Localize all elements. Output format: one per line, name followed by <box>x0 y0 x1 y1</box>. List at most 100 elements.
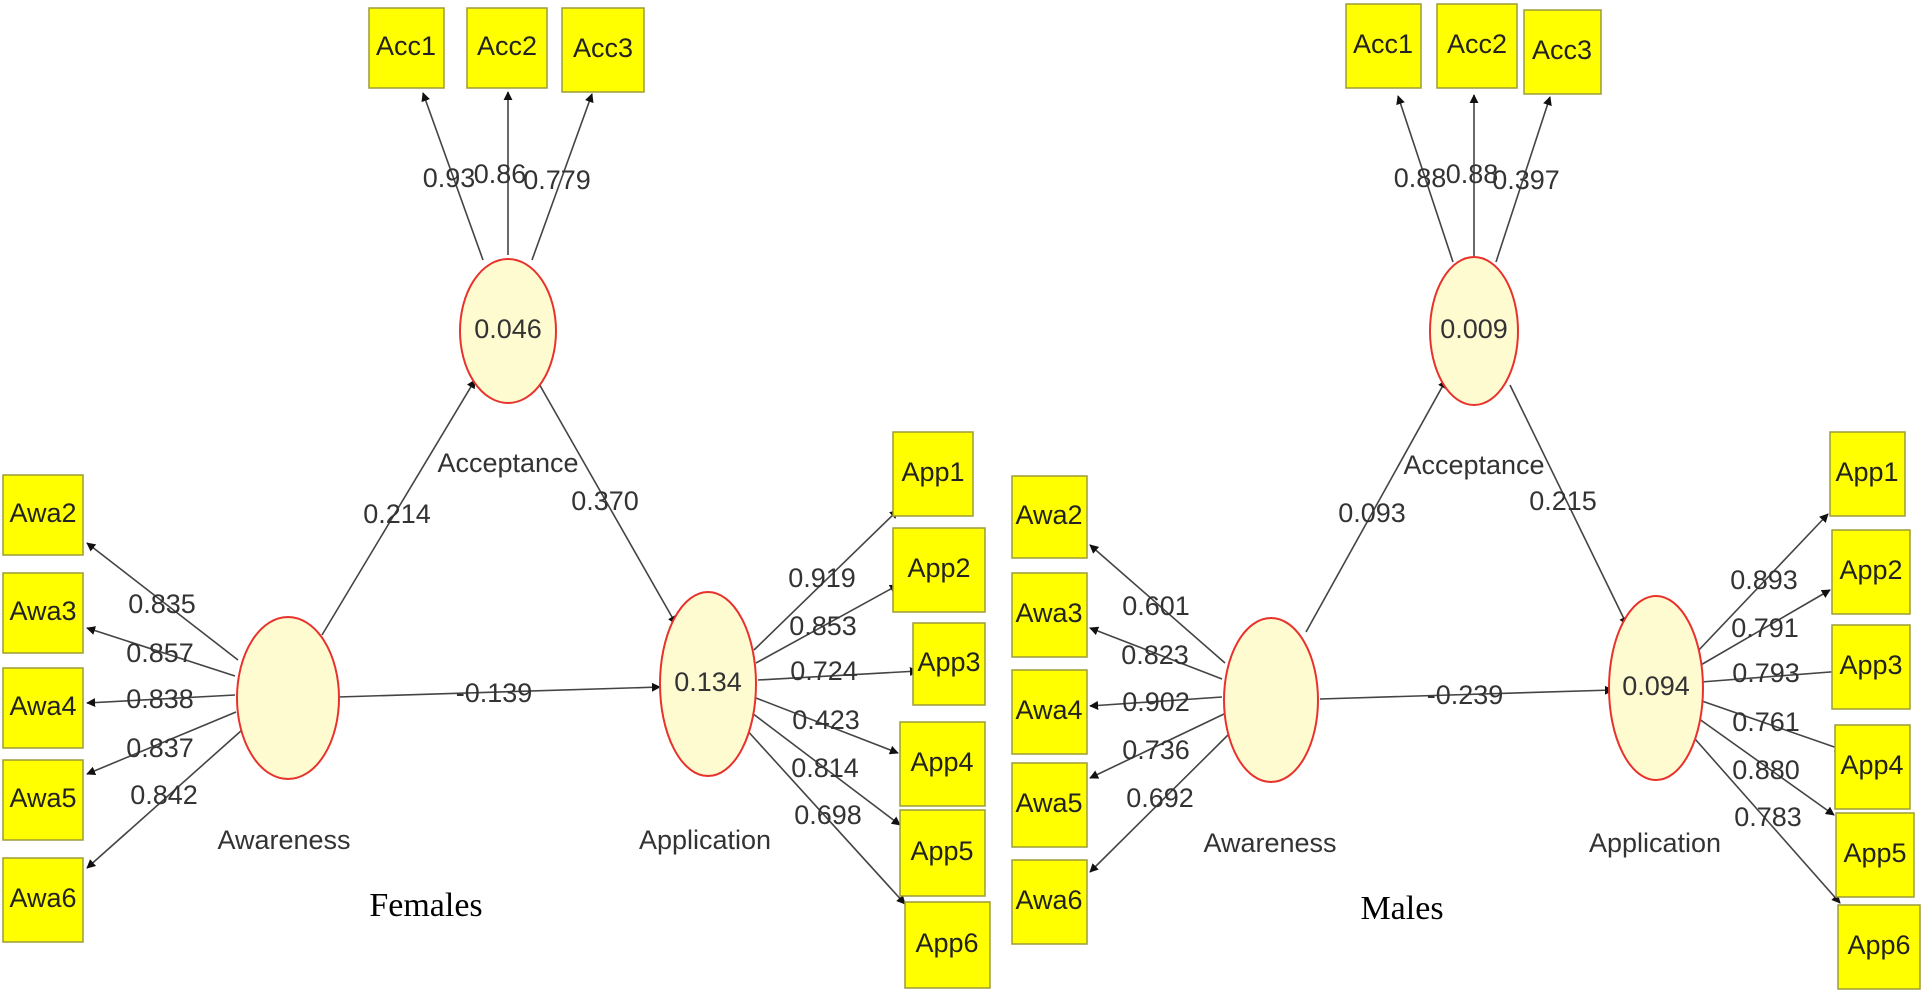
indicator-awa4: Awa4 <box>1011 669 1088 755</box>
indicator-acc1: Acc1 <box>1345 3 1422 89</box>
indicator-acc2: Acc2 <box>1436 3 1518 89</box>
indicator-awa4: Awa4 <box>2 667 84 749</box>
edge-awareness-acceptance <box>321 379 476 636</box>
loading-app5: 0.880 <box>1732 755 1800 785</box>
loading-app5: 0.814 <box>791 753 859 783</box>
loading-awa5: 0.837 <box>126 733 194 763</box>
indicator-awa5: Awa5 <box>2 759 84 841</box>
indicator-awa2: Awa2 <box>2 474 84 556</box>
edge-application-app1 <box>1696 513 1829 653</box>
indicator-acc2: Acc2 <box>466 7 548 89</box>
loading-awa2: 0.835 <box>128 589 196 619</box>
latent-name-awareness: Awareness <box>1203 828 1336 858</box>
loading-acc3: 0.779 <box>523 165 591 195</box>
loading-app4: 0.423 <box>792 705 860 735</box>
indicator-label: Acc2 <box>1447 29 1507 59</box>
r-squared-value: 0.046 <box>474 314 542 344</box>
edge-acceptance-acc1 <box>1396 95 1454 263</box>
indicator-app3: App3 <box>912 622 986 706</box>
edge-awareness-awa6 <box>1089 732 1231 873</box>
indicator-label: App1 <box>1835 457 1898 487</box>
loading-acc1: 0.88 <box>1394 163 1447 193</box>
indicator-label: App5 <box>910 836 973 866</box>
indicator-label: Acc3 <box>1532 35 1592 65</box>
edge-awareness-awa6 <box>86 729 243 869</box>
path-coef-acceptance-application: 0.215 <box>1529 486 1597 516</box>
loading-acc2: 0.86 <box>474 159 527 189</box>
indicator-label: Acc1 <box>1353 29 1413 59</box>
indicator-label: App3 <box>917 647 980 677</box>
indicator-label: Awa5 <box>9 783 76 813</box>
edge-acceptance-application <box>1509 384 1628 626</box>
latent-name-acceptance: Acceptance <box>437 448 578 478</box>
loading-awa6: 0.842 <box>130 780 198 810</box>
latent-awareness <box>1223 617 1319 783</box>
edge-awareness-awa2 <box>1089 544 1226 664</box>
latent-acceptance: 0.046 <box>459 258 557 404</box>
edge-application-app6 <box>744 727 906 905</box>
edge-application-app2 <box>1698 589 1831 667</box>
indicator-app5: App5 <box>899 809 986 897</box>
females-model: Acc1 Acc2 Acc3 Awa2 Awa3 Awa4 Awa5 <box>2 7 991 989</box>
edge-awareness-awa3 <box>86 626 236 677</box>
edge-acceptance-acc3 <box>1495 96 1552 263</box>
path-coef-awareness-application: -0.139 <box>456 678 533 708</box>
indicator-acc3: Acc3 <box>1523 9 1602 95</box>
edge-application-app3 <box>757 666 919 681</box>
loading-acc3: 0.397 <box>1492 165 1560 195</box>
latent-name-application: Application <box>639 825 771 855</box>
loading-awa3: 0.857 <box>126 638 194 668</box>
loading-app1: 0.919 <box>788 563 856 593</box>
path-coef-awareness-application: -0.239 <box>1427 680 1504 710</box>
indicator-label: Awa4 <box>9 691 76 721</box>
edge-acceptance-application <box>537 381 677 625</box>
indicator-app1: App1 <box>892 431 974 517</box>
loading-app3: 0.793 <box>1732 658 1800 688</box>
edge-application-app5 <box>1694 715 1835 816</box>
edge-awareness-awa4 <box>86 694 236 708</box>
edge-application-app4 <box>1698 699 1844 752</box>
edge-awareness-awa3 <box>1089 626 1223 680</box>
loading-app6: 0.698 <box>794 800 862 830</box>
indicator-label: App6 <box>1847 930 1910 960</box>
loading-acc2: 0.88 <box>1446 159 1499 189</box>
r-squared-value: 0.009 <box>1440 314 1508 344</box>
indicator-label: App5 <box>1843 838 1906 868</box>
indicator-acc3: Acc3 <box>561 7 645 93</box>
indicator-awa6: Awa6 <box>1011 859 1088 945</box>
path-coef-acceptance-application: 0.370 <box>571 486 639 516</box>
indicator-label: Awa2 <box>1015 500 1082 530</box>
edge-acceptance-acc3 <box>531 93 594 261</box>
path-coef-awareness-acceptance: 0.093 <box>1338 498 1406 528</box>
loading-app2: 0.853 <box>789 611 857 641</box>
indicator-awa6: Awa6 <box>2 857 84 943</box>
edge-application-app2 <box>755 584 899 664</box>
indicator-label: Awa3 <box>1015 598 1082 628</box>
edge-application-app4 <box>755 697 899 755</box>
indicator-label: App4 <box>910 747 973 777</box>
indicator-awa2: Awa2 <box>1011 475 1088 559</box>
loading-awa2: 0.601 <box>1122 591 1190 621</box>
indicator-app3: App3 <box>1831 624 1911 710</box>
indicator-label: App3 <box>1839 650 1902 680</box>
edge-awareness-awa2 <box>86 542 239 661</box>
edge-application-app5 <box>751 712 901 826</box>
indicator-label: App2 <box>907 553 970 583</box>
loading-acc1: 0.93 <box>423 163 476 193</box>
indicator-app4: App4 <box>1834 724 1911 810</box>
indicator-label: App4 <box>1840 750 1903 780</box>
latent-name-awareness: Awareness <box>217 825 350 855</box>
indicator-app2: App2 <box>892 527 986 613</box>
indicator-label: Awa6 <box>9 883 76 913</box>
edge-awareness-awa5 <box>86 711 237 776</box>
indicator-app1: App1 <box>1829 431 1906 517</box>
latent-application: 0.134 <box>659 591 757 777</box>
indicator-label: App6 <box>915 928 978 958</box>
indicator-label: Awa4 <box>1015 695 1082 725</box>
loading-app2: 0.791 <box>1731 613 1799 643</box>
edge-acceptance-acc1 <box>421 92 484 261</box>
group-caption-females: Females <box>369 887 482 924</box>
latent-awareness <box>236 616 340 780</box>
loading-awa6: 0.692 <box>1126 783 1194 813</box>
